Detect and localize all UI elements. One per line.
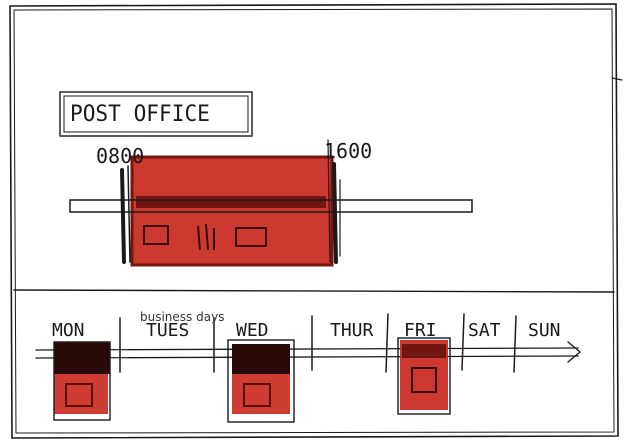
divider-line — [14, 290, 614, 292]
day-label-sat: SAT — [468, 322, 501, 340]
hours-block — [132, 157, 332, 265]
day-label-wed: WED — [236, 322, 269, 340]
day-marker-mon — [54, 342, 110, 420]
week-arrow — [36, 342, 580, 362]
day-label-sun: SUN — [528, 322, 561, 340]
day-label-tues: TUES — [146, 322, 189, 340]
day-label-mon: MON — [52, 322, 85, 340]
opening-time: 0800 — [96, 146, 144, 166]
post-office-sign: POST OFFICE — [70, 104, 210, 126]
day-label-fri: FRI — [404, 322, 437, 340]
day-marker-fri — [398, 338, 450, 414]
day-label-thur: THUR — [330, 322, 373, 340]
closing-time: 1600 — [324, 141, 372, 161]
day-marker-wed — [228, 340, 294, 422]
